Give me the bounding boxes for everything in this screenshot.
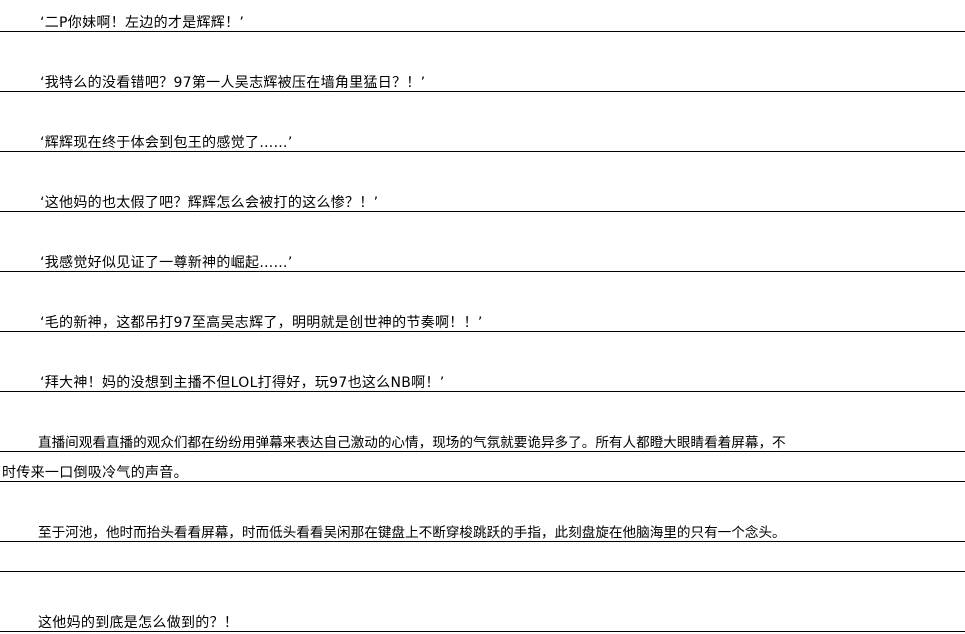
ruled-line <box>0 451 965 452</box>
ruled-line <box>0 391 965 392</box>
comment-line: ‘我特么的没看错吧？97第一人吴志辉被压在墙角里猛日？！’ <box>40 75 426 91</box>
ruled-line <box>0 481 965 482</box>
body-paragraph-line: 这他妈的到底是怎么做到的？！ <box>38 615 239 631</box>
ruled-line <box>0 631 965 632</box>
comment-line: ‘拜大神！妈的没想到主播不但LOL打得好，玩97也这么NB啊！’ <box>40 375 445 391</box>
comment-line: ‘这他妈的也太假了吧？辉辉怎么会被打的这么惨？！’ <box>40 195 379 211</box>
ruled-line <box>0 151 965 152</box>
ruled-line <box>0 541 965 542</box>
ruled-line <box>0 271 965 272</box>
comment-line: ‘辉辉现在终于体会到包王的感觉了……’ <box>40 135 293 151</box>
comment-line: ‘毛的新神，这都吊打97至高吴志辉了，明明就是创世神的节奏啊！！’ <box>40 315 483 331</box>
ruled-line <box>0 31 965 32</box>
ruled-line <box>0 211 965 212</box>
comment-line: ‘我感觉好似见证了一尊新神的崛起……’ <box>40 255 293 271</box>
ruled-line <box>0 91 965 92</box>
body-paragraph-line: 至于河池，他时而抬头看看屏幕，时而低头看看吴闲那在键盘上不断穿梭跳跃的手指，此刻… <box>38 525 786 541</box>
comment-line: ‘二P你妹啊！左边的才是辉辉！’ <box>40 15 245 31</box>
ruled-line <box>0 571 965 572</box>
body-paragraph-line: 时传来一口倒吸冷气的声音。 <box>2 465 188 481</box>
ruled-line <box>0 331 965 332</box>
body-paragraph-line: 直播间观看直播的观众们都在纷纷用弹幕来表达自己激动的心情，现场的气氛就要诡异多了… <box>38 435 786 451</box>
